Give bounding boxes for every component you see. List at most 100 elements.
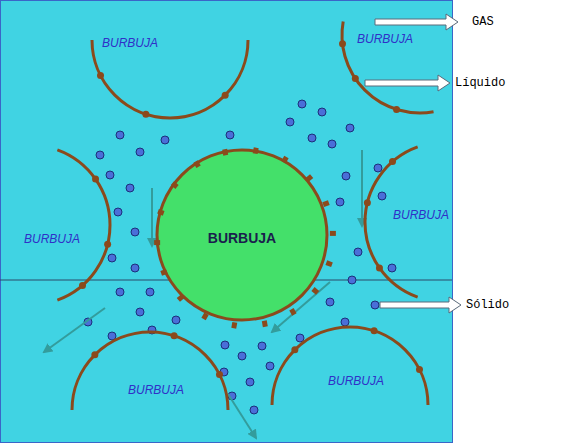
- attached-particle: [231, 322, 237, 329]
- bubble-wall: [342, 21, 434, 113]
- attached-particle: [193, 160, 200, 168]
- attached-particle: [352, 75, 359, 82]
- solid-particle: [221, 341, 229, 349]
- attached-particle: [330, 231, 336, 236]
- bubble-label: BURBUJA: [128, 383, 184, 397]
- solid-particle: [336, 198, 344, 206]
- solid-particle: [371, 301, 379, 309]
- attached-particle: [364, 199, 371, 206]
- solid-particle: [328, 140, 336, 148]
- attached-particle: [322, 200, 329, 207]
- attached-particle: [262, 320, 268, 327]
- attached-particle: [216, 371, 223, 378]
- solid-particle: [106, 171, 114, 179]
- solid-particle: [161, 136, 169, 144]
- solid-particle: [308, 134, 316, 142]
- attached-particle: [79, 282, 86, 289]
- solid-particle: [341, 318, 349, 326]
- bubble-label: BURBUJA: [24, 232, 80, 246]
- bubble-wall: [92, 40, 248, 118]
- solid-particle: [258, 342, 266, 350]
- solid-particle: [266, 362, 274, 370]
- bubble-arc: BURBUJA: [0, 145, 110, 305]
- attached-particle: [177, 294, 185, 302]
- solid-particle: [226, 131, 234, 139]
- attached-particle: [160, 269, 167, 276]
- solid-particle: [96, 151, 104, 159]
- pointer-arrow: [375, 14, 458, 30]
- bubble-outline: [365, 142, 525, 302]
- bubble-arc: BURBUJA: [272, 327, 428, 443]
- phase-label: Sólido: [466, 298, 509, 312]
- solid-particle: [378, 192, 386, 200]
- solid-particle: [246, 378, 254, 386]
- attached-particle: [201, 313, 208, 321]
- attached-particle: [291, 346, 298, 353]
- attached-particle: [371, 327, 378, 334]
- solid-particle: [354, 248, 362, 256]
- attached-particle: [171, 332, 178, 339]
- solid-particle: [296, 334, 304, 342]
- bubble-wall: [272, 327, 428, 405]
- bubble-wall: [365, 147, 418, 297]
- solid-particle: [126, 184, 134, 192]
- attached-particle: [171, 181, 179, 189]
- attached-particle: [339, 40, 346, 47]
- bubble-arc: BURBUJA: [72, 332, 228, 443]
- bubble-circle: BURBUJA: [157, 150, 327, 320]
- pointer-arrow: [380, 297, 461, 313]
- solid-particle: [108, 254, 116, 262]
- solid-particle: [146, 288, 154, 296]
- bubble-label: BURBUJA: [393, 208, 449, 222]
- attached-particle: [154, 240, 160, 245]
- bubble-arc: BURBUJA: [365, 142, 525, 302]
- bubble-arc: BURBUJA: [92, 0, 248, 118]
- attached-particle: [311, 287, 319, 295]
- solid-particle: [114, 208, 122, 216]
- bubble-wall: [57, 150, 110, 300]
- solid-particle: [116, 131, 124, 139]
- attached-particle: [157, 209, 164, 216]
- attached-particle: [305, 174, 313, 182]
- solid-particle: [116, 288, 124, 296]
- bubble-outline: [0, 145, 110, 305]
- pointer-arrows: [365, 14, 461, 313]
- solid-particle: [318, 108, 326, 116]
- attached-particle: [142, 111, 149, 118]
- solid-particle: [136, 308, 144, 316]
- bubble-body: [157, 150, 327, 320]
- pointer-arrow: [365, 75, 450, 91]
- attached-particle: [416, 366, 423, 373]
- solid-particle: [326, 298, 334, 306]
- bubble-label: BURBUJA: [328, 374, 384, 388]
- attached-particle: [376, 264, 383, 271]
- attached-particle: [281, 156, 288, 164]
- bubble-wall: [72, 332, 228, 410]
- solid-particle: [131, 228, 139, 236]
- solid-particle: [250, 406, 258, 414]
- flow-arrow: [228, 394, 256, 438]
- attached-particle: [91, 351, 98, 358]
- solid-particles: [84, 100, 396, 414]
- attached-particle: [325, 260, 332, 267]
- solid-particle: [238, 352, 246, 360]
- phase-label: GAS: [472, 15, 494, 29]
- attached-particle: [389, 158, 396, 165]
- solid-particle: [136, 148, 144, 156]
- bubble-outline: [92, 0, 248, 118]
- attached-particle: [97, 72, 104, 79]
- flow-arrows: [44, 150, 362, 438]
- solid-particle: [346, 124, 354, 132]
- phase-label: Líquido: [455, 76, 505, 90]
- attached-particle: [253, 147, 259, 154]
- solid-particle: [374, 164, 382, 172]
- solid-particle: [298, 100, 306, 108]
- attached-particle: [104, 241, 111, 248]
- bubble-label: BURBUJA: [208, 230, 276, 246]
- attached-particle: [92, 176, 99, 183]
- solid-particle: [172, 316, 180, 324]
- solid-particle: [348, 276, 356, 284]
- solid-particle: [388, 264, 396, 272]
- attached-particle: [289, 308, 296, 316]
